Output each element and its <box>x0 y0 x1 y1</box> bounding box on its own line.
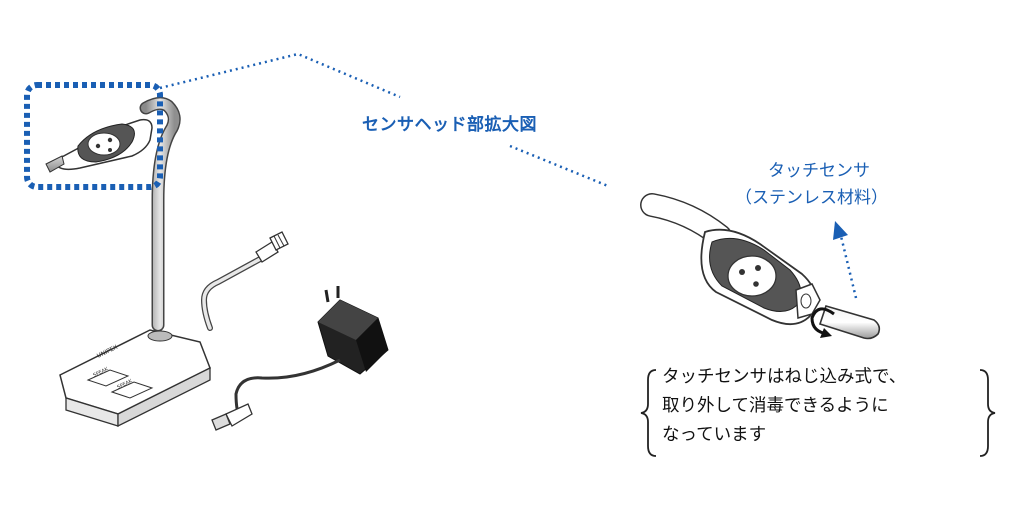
sensor-head-enlarged <box>640 193 881 340</box>
note-text: タッチセンサはねじ込み式で、 取り外して消毒できるように なっています <box>662 363 982 450</box>
sensor-pointer-arrow <box>838 231 858 299</box>
touch-sensor-title: タッチセンサ <box>768 161 870 181</box>
note-left-brace <box>640 369 657 457</box>
mic-base <box>59 329 211 428</box>
zoom-callout <box>24 52 609 190</box>
zoom-leader-bottom <box>509 144 609 188</box>
zoom-frame <box>24 82 163 190</box>
ac-adapter-illustration <box>211 286 389 431</box>
rotation-arrow <box>810 307 835 336</box>
zoom-leader-top <box>159 52 401 99</box>
microphone-illustration: UNIPEX SPEAK SPEAK <box>45 96 289 428</box>
note-line-1: タッチセンサはねじ込み式で、 <box>662 367 907 387</box>
touch-sensor-material: （ステンレス材料） <box>735 188 888 208</box>
cable-connector <box>255 231 289 263</box>
note-right-brace <box>979 369 996 457</box>
mic-head <box>45 118 153 173</box>
touch-sensor-rod <box>818 305 881 340</box>
note-line-3: なっています <box>662 425 767 445</box>
note-line-2: 取り外して消毒できるように <box>662 396 889 416</box>
mic-cable <box>200 255 265 331</box>
zoom-label: センサヘッド部拡大図 <box>362 115 537 135</box>
